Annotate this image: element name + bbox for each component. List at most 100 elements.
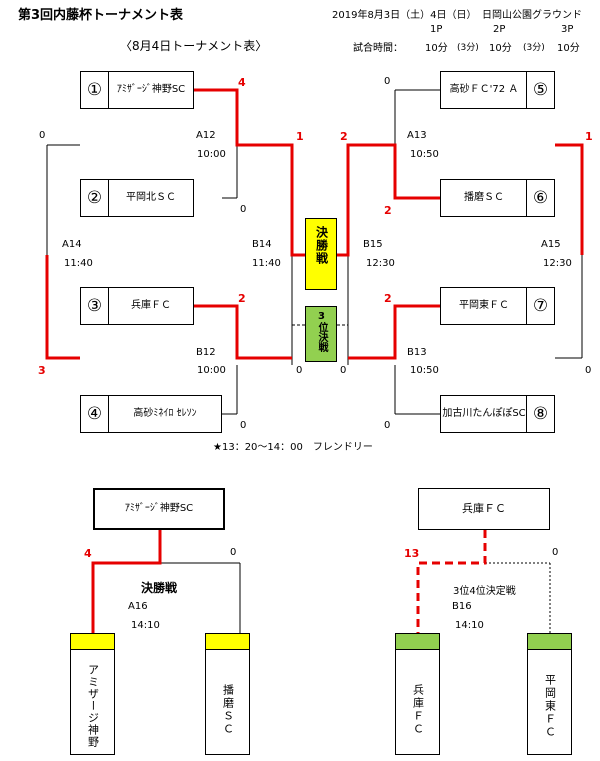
match-time-value: (3分)	[523, 43, 545, 53]
event-date: 2019年8月3日（土）4日（日）	[332, 10, 477, 21]
match-id: A15	[541, 239, 561, 250]
score: 0	[552, 547, 559, 558]
match-id: A12	[196, 130, 216, 141]
period-label: 2P	[493, 24, 506, 35]
third-title: 3位4位決定戦	[453, 586, 516, 597]
team-box-5: 高砂ＦＣ'72 Ａ ⑤	[440, 71, 555, 109]
score: 1	[585, 130, 593, 143]
team-box-2: ② 平岡北ＳＣ	[80, 179, 194, 217]
match-time-value: 10分	[557, 43, 580, 54]
friendly-note: ★13：20〜14：00 フレンドリー	[213, 442, 373, 453]
score: 4	[84, 547, 92, 560]
score: 0	[240, 204, 247, 215]
team-box-1: ① ｱﾐｻﾞｰｼﾞ神野SC	[80, 71, 194, 109]
match-id: B14	[252, 239, 272, 250]
team-color-band	[396, 634, 439, 650]
team-number: ②	[81, 180, 109, 216]
match-id: A13	[407, 130, 427, 141]
match-time-label: 試合時間：	[353, 43, 403, 54]
match-time: 14:10	[131, 620, 160, 631]
score: 2	[384, 292, 392, 305]
team-name: ｱﾐｻﾞｰｼﾞ神野SC	[116, 84, 186, 95]
score: 0	[240, 420, 247, 431]
match-time-value: 10分	[425, 43, 448, 54]
team-name: アミザージ神野	[86, 664, 100, 748]
team-name: 平岡東ＦＣ	[459, 300, 509, 311]
final-right-team-box: 播磨ＳＣ	[205, 633, 250, 755]
match-time: 12:30	[543, 258, 572, 269]
third-winner-box: 兵庫ＦＣ	[418, 488, 550, 530]
sub-title: 〈8月4日トーナメント表〉	[120, 39, 268, 53]
score: 0	[384, 76, 391, 87]
team-color-band	[528, 634, 571, 650]
team-color-band	[71, 634, 114, 650]
period-label: 3P	[561, 24, 574, 35]
team-number: ⑦	[526, 288, 554, 324]
match-time: 11:40	[252, 258, 281, 269]
team-box-7: 平岡東ＦＣ ⑦	[440, 287, 555, 325]
team-name: 平岡北ＳＣ	[126, 192, 176, 203]
match-time: 10:00	[197, 365, 226, 376]
match-id: A16	[128, 601, 148, 612]
score: 0	[39, 130, 46, 141]
score: 0	[340, 365, 347, 376]
final-left-team-box: アミザージ神野	[70, 633, 115, 755]
score: 0	[230, 547, 237, 558]
team-box-3: ③ 兵庫ＦＣ	[80, 287, 194, 325]
team-number: ⑧	[526, 396, 554, 432]
score: 0	[384, 420, 391, 431]
team-box-4: ④ 高砂ﾐﾈｲﾛ ｾﾚｿﾝ	[80, 395, 222, 433]
third-left-team-box: 兵庫ＦＣ	[395, 633, 440, 755]
match-id: A14	[62, 239, 82, 250]
team-color-band	[206, 634, 249, 650]
team-name: 平岡東ＦＣ	[543, 674, 557, 739]
score: 2	[238, 292, 246, 305]
team-number: ④	[81, 396, 109, 432]
match-time: 11:40	[64, 258, 93, 269]
score: 0	[585, 365, 592, 376]
third-label: 3位決戦	[316, 311, 327, 352]
team-number: ⑥	[526, 180, 554, 216]
final-label: 決勝戦	[314, 226, 329, 265]
match-time: 10:50	[410, 365, 439, 376]
match-time: 14:10	[455, 620, 484, 631]
score: 3	[38, 364, 46, 377]
team-number: ⑤	[526, 72, 554, 108]
third-place-box: 3位決戦	[305, 306, 337, 362]
team-number: ③	[81, 288, 109, 324]
page-title: 第3回内藤杯トーナメント表	[18, 8, 184, 23]
score: 13	[404, 547, 420, 560]
team-name: 播磨ＳＣ	[464, 192, 504, 203]
team-name: 高砂ＦＣ'72 Ａ	[449, 84, 519, 95]
match-id: B13	[407, 347, 427, 358]
match-id: B16	[452, 601, 472, 612]
score: 2	[340, 130, 348, 143]
venue: 日岡山公園グラウンド	[482, 10, 582, 21]
score: 2	[384, 204, 392, 217]
final-box: 決勝戦	[305, 218, 337, 290]
match-time-value: 10分	[489, 43, 512, 54]
team-box-6: 播磨ＳＣ ⑥	[440, 179, 555, 217]
final-winner-box: ｱﾐｻﾞｰｼﾞ神野SC	[93, 488, 225, 530]
match-time: 10:50	[410, 149, 439, 160]
match-id: B15	[363, 239, 383, 250]
match-time: 10:00	[197, 149, 226, 160]
team-number: ①	[81, 72, 109, 108]
score: 4	[238, 76, 246, 89]
match-time-value: (3分)	[457, 43, 479, 53]
team-name: 播磨ＳＣ	[221, 684, 235, 736]
team-name: 兵庫ＦＣ	[131, 300, 171, 311]
score: 0	[296, 365, 303, 376]
team-name: 高砂ﾐﾈｲﾛ ｾﾚｿﾝ	[133, 408, 197, 419]
team-name: 加古川たんぽぽSC	[442, 408, 526, 419]
period-label: 1P	[430, 24, 443, 35]
match-time: 12:30	[366, 258, 395, 269]
final-title: 決勝戦	[141, 581, 178, 595]
third-right-team-box: 平岡東ＦＣ	[527, 633, 572, 755]
match-id: B12	[196, 347, 216, 358]
team-box-8: 加古川たんぽぽSC ⑧	[440, 395, 555, 433]
score: 1	[296, 130, 304, 143]
team-name: 兵庫ＦＣ	[411, 684, 425, 736]
